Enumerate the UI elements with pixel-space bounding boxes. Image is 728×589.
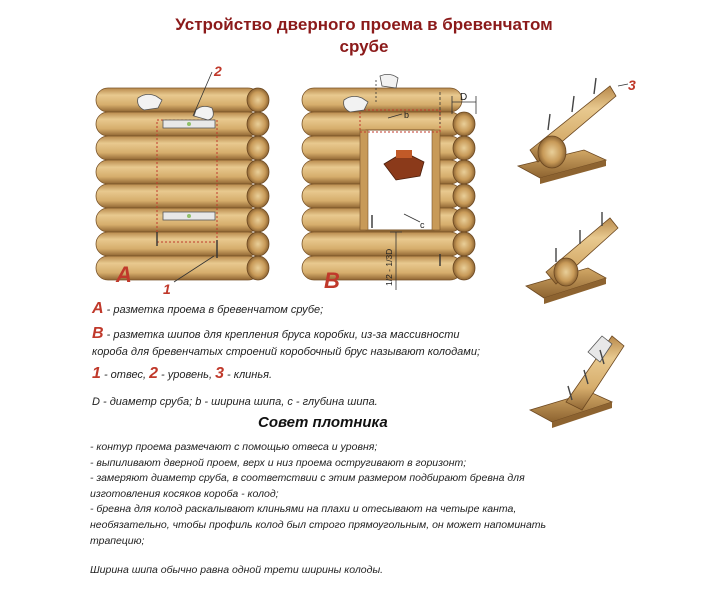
- legend-t1: - отвес,: [100, 369, 150, 381]
- tip-line: - бревна для колод раскалывают клиньями …: [90, 503, 517, 516]
- legend-t2: - уровень,: [157, 369, 216, 381]
- wedge-figure-2: [525, 212, 619, 304]
- hand-right: [193, 106, 214, 121]
- wall-a-logs: [95, 87, 261, 281]
- callout-2: 2: [213, 63, 222, 79]
- legend-b-letter: B: [92, 325, 104, 342]
- legend-b-text-1: - разметка шипов для крепления бруса кор…: [103, 329, 460, 341]
- wall-b-log-ends: [452, 111, 476, 281]
- legend-row-dims: D - диаметр сруба; b - ширина шипа, c - …: [92, 394, 532, 411]
- label-a: A: [115, 262, 132, 287]
- callout-3: 3: [628, 77, 636, 93]
- tip-line: трапецию;: [90, 534, 145, 547]
- legend-n1: 1: [92, 365, 101, 382]
- wedge-figure-3: [528, 335, 625, 428]
- dim-c: c: [420, 220, 425, 230]
- dim-ratio: 1/2 - 1/3D: [384, 249, 394, 286]
- legend: A - разметка проема в бревенчатом срубе;…: [92, 300, 532, 411]
- tip-line: необязательно, чтобы профиль колод был с…: [90, 518, 547, 531]
- tip-line: - замеряют диаметр сруба, в соответствии…: [90, 472, 525, 485]
- hand-left: [137, 94, 163, 111]
- tip-note: Ширина шипа обычно равна одной трети шир…: [90, 564, 384, 577]
- title-line-2: срубе: [339, 37, 389, 56]
- legend-row-b2: короба для бревенчатых строений коробочн…: [92, 344, 532, 361]
- legend-a-letter: A: [92, 300, 104, 317]
- tip-line: - выпиливают дверной проем, верх и низ п…: [90, 456, 467, 469]
- wedge-figure-1: [516, 77, 629, 184]
- legend-n3: 3: [215, 365, 224, 382]
- page-title: Устройство дверного проема в бревенчатом…: [0, 14, 728, 58]
- advice-tips: - контур проема размечают с помощью отве…: [90, 440, 650, 579]
- wall-a-log-ends: [246, 87, 270, 281]
- door-opening: [365, 129, 435, 231]
- title-line-1: Устройство дверного проема в бревенчатом: [175, 15, 553, 34]
- legend-dims: D - диаметр сруба; b - ширина шипа, c - …: [92, 396, 378, 408]
- advice-title: Совет плотника: [258, 414, 388, 431]
- legend-row-numbers: 1 - отвес, 2 - уровень, 3 - клинья.: [92, 365, 532, 384]
- wall-b: [301, 74, 477, 290]
- label-b: B: [324, 268, 340, 293]
- legend-row-a: A - разметка проема в бревенчатом срубе;: [92, 300, 532, 319]
- callout-1: 1: [163, 281, 171, 297]
- legend-row-b: B - разметка шипов для крепления бруса к…: [92, 325, 532, 344]
- legend-t3: - клинья.: [223, 369, 273, 381]
- legend-n2: 2: [149, 365, 158, 382]
- legend-a-text: - разметка проема в бревенчатом срубе;: [103, 304, 324, 316]
- dim-d: D: [460, 92, 467, 103]
- tip-line: - контур проема размечают с помощью отве…: [90, 441, 378, 453]
- tip-line: изготовления косяков короба - колод;: [90, 487, 279, 500]
- wall-a: [95, 71, 270, 283]
- dim-b: b: [404, 110, 409, 120]
- legend-b-text-2: короба для бревенчатых строений коробочн…: [92, 346, 480, 358]
